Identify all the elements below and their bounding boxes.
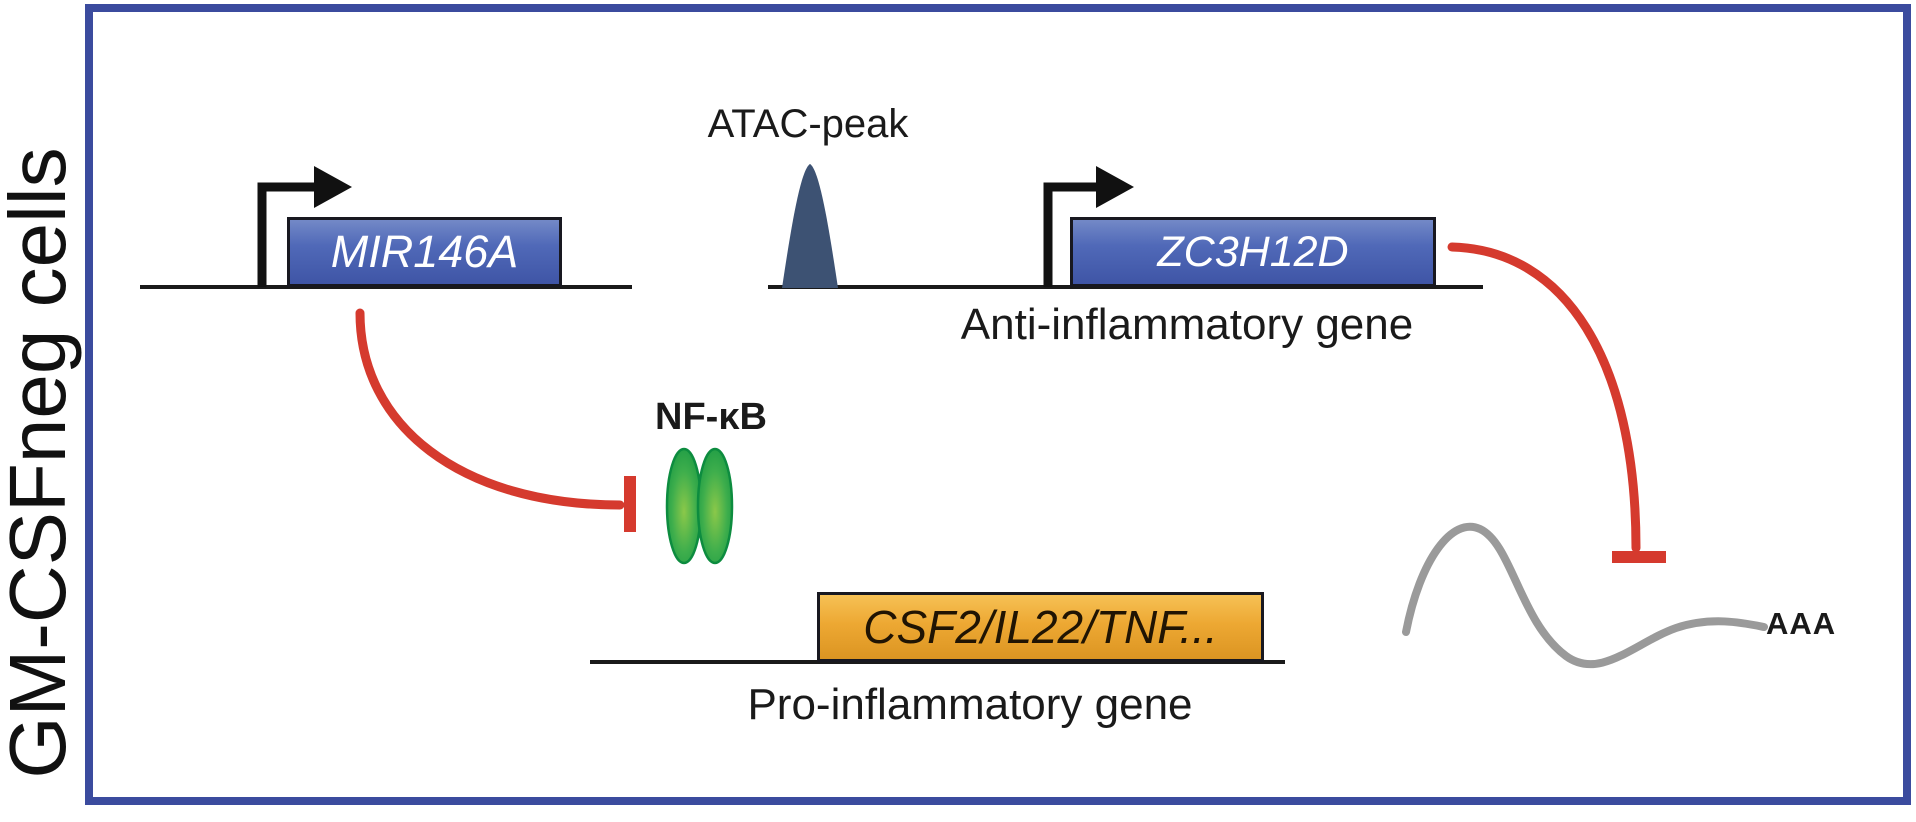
pro-inflammatory-gene-category-label: Pro-inflammatory gene xyxy=(747,680,1193,729)
panel-frame xyxy=(85,4,1911,805)
pro-inflammatory-gene-box: CSF2/IL22/TNF... xyxy=(817,592,1264,662)
zc3h12d-inhibition-arrow xyxy=(1447,242,1666,563)
mrna-wave xyxy=(1402,522,1768,669)
zc3h12d-promoter-arrow-icon xyxy=(1043,166,1134,287)
mir146a-gene-label: MIR146A xyxy=(330,226,519,277)
atac-peak-shape xyxy=(782,164,838,288)
atac-peak-label: ATAC-peak xyxy=(707,102,909,146)
mir146a-gene-box: MIR146A xyxy=(287,217,562,287)
mir146a-inhibition-arrow xyxy=(355,308,636,532)
pro-inflammatory-gene-label: CSF2/IL22/TNF... xyxy=(863,601,1218,653)
mir146a-promoter-arrow-icon xyxy=(257,166,352,287)
anti-inflammatory-gene-label: Anti-inflammatory gene xyxy=(960,300,1414,349)
zc3h12d-gene-box: ZC3H12D xyxy=(1070,217,1436,287)
poly-a-tail-label: AAA xyxy=(1766,606,1837,641)
nfkb-label: NF-κB xyxy=(655,396,767,438)
zc3h12d-gene-label: ZC3H12D xyxy=(1157,227,1349,276)
nfkb-dimer-icon xyxy=(665,447,734,565)
